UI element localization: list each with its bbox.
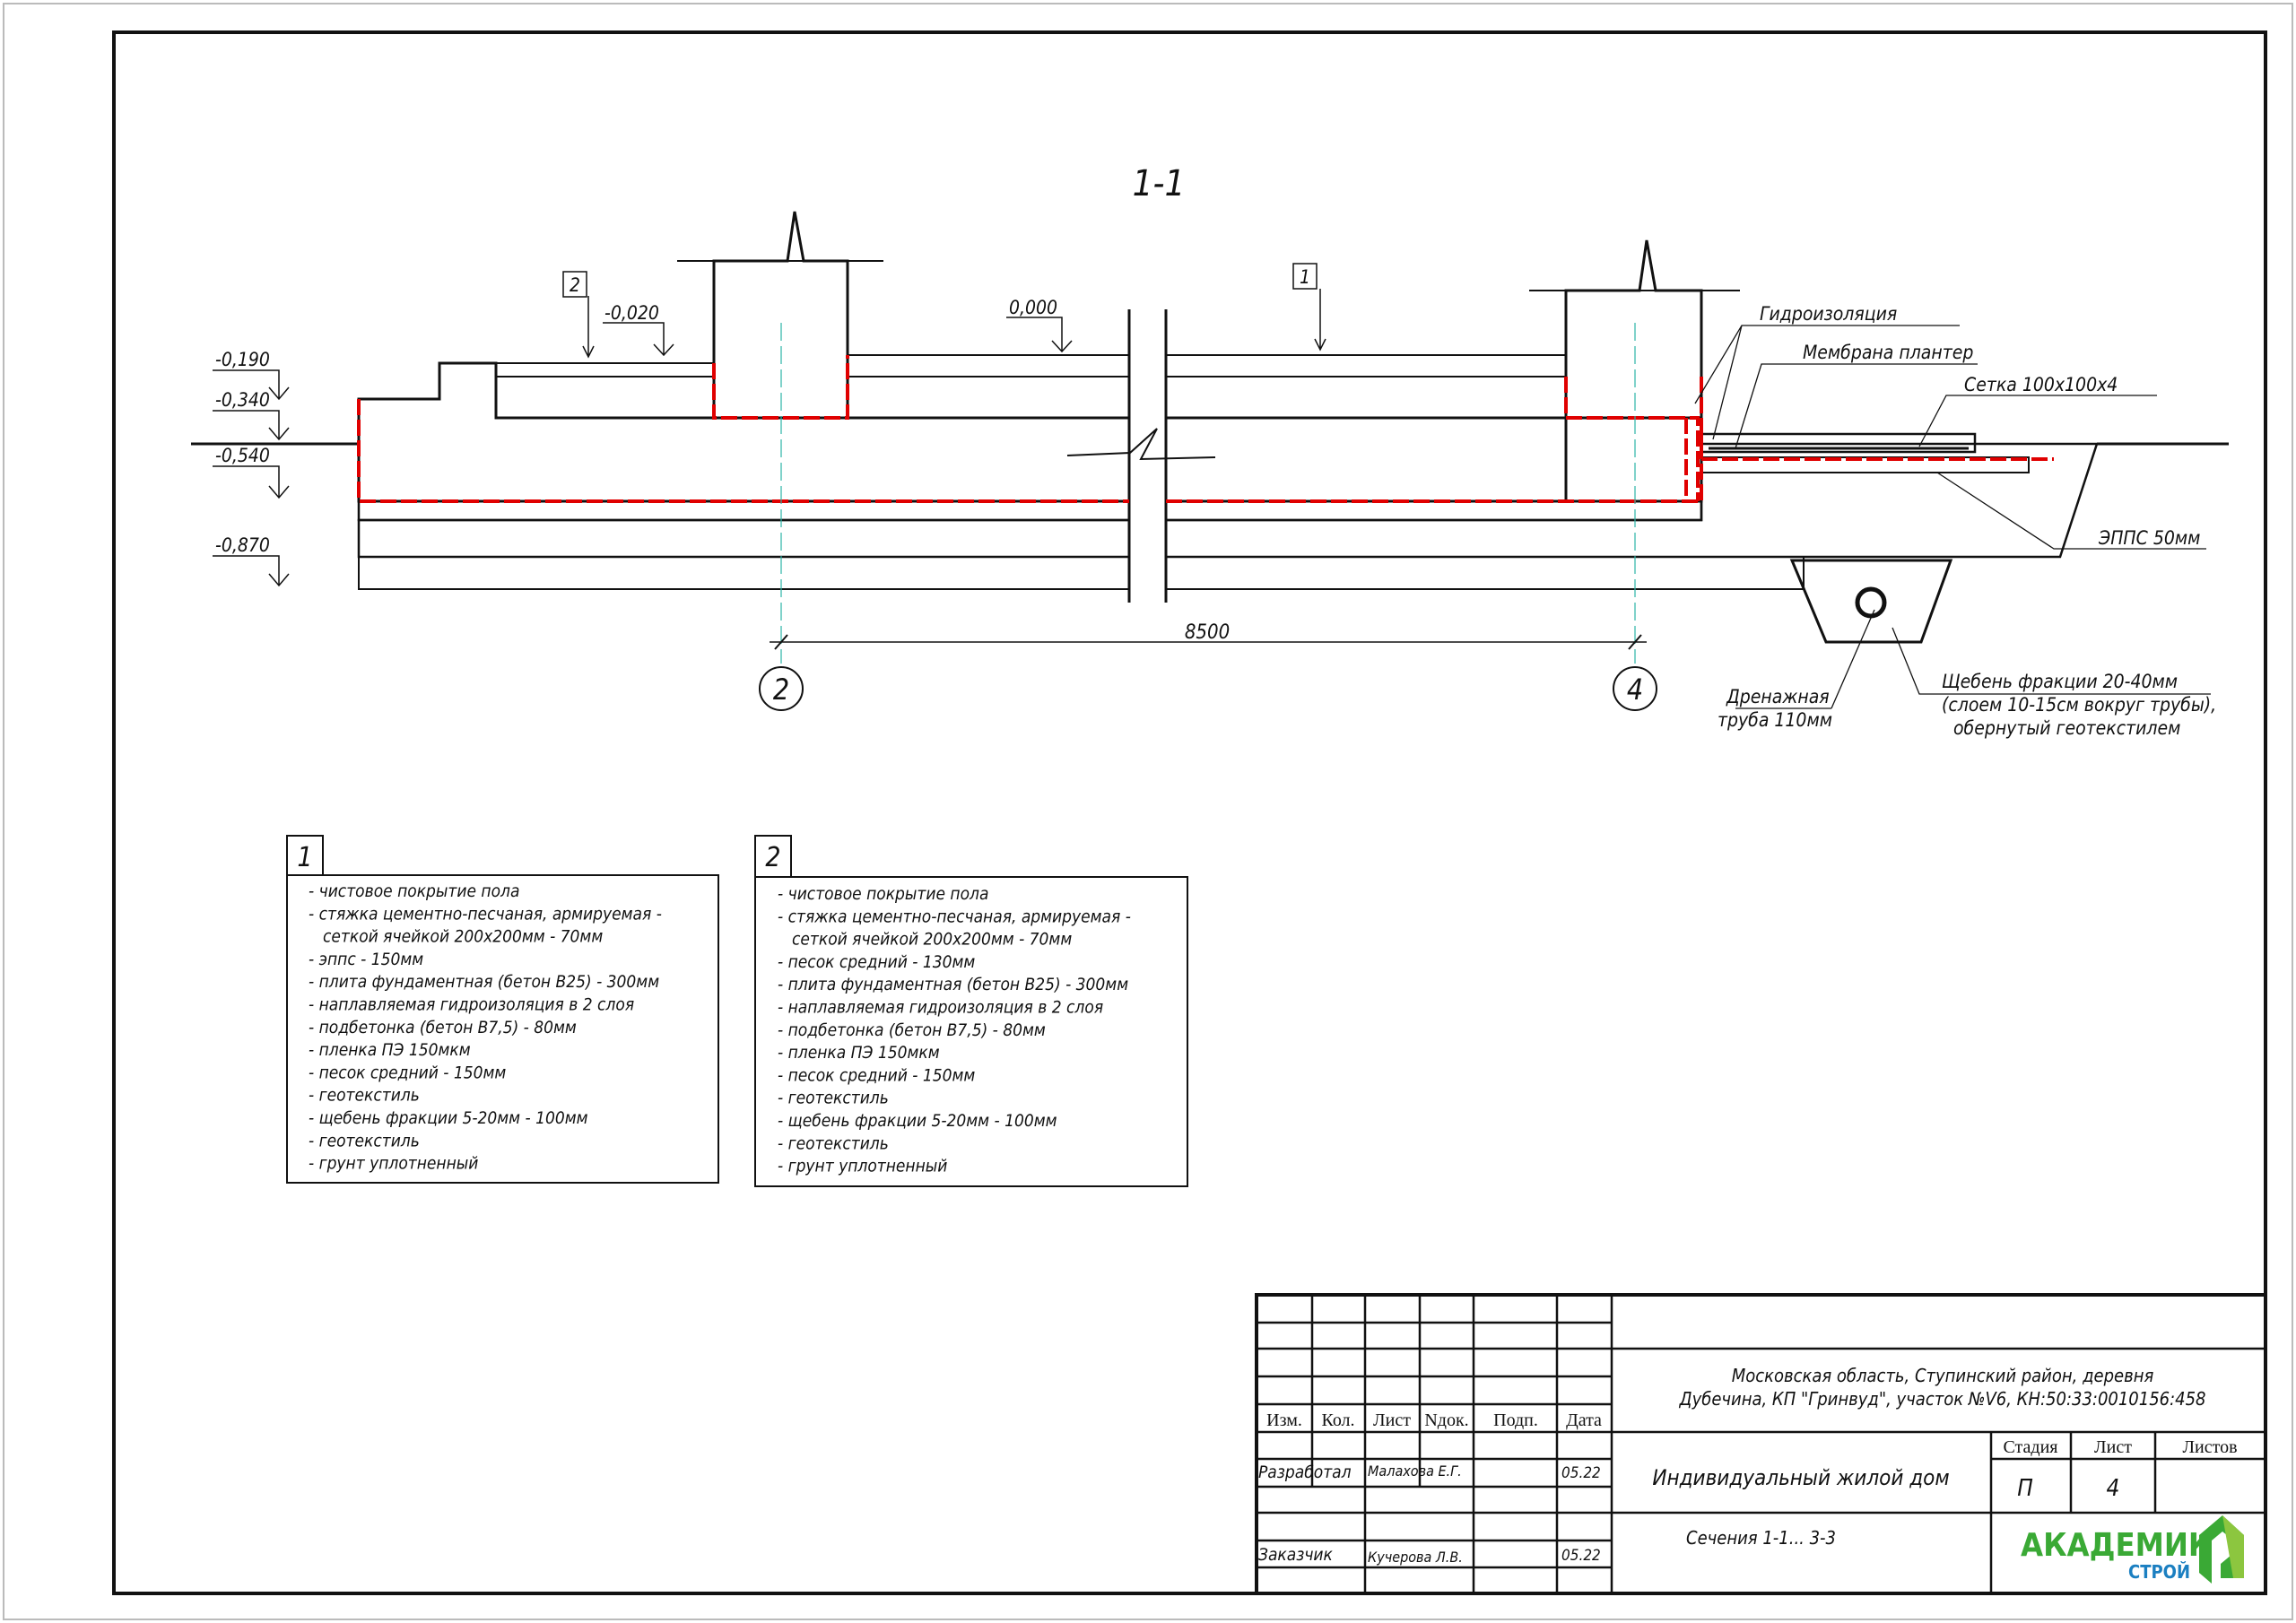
floor2-sand [495, 376, 715, 419]
svg-text:СТРОЙ: СТРОЙ [2128, 1561, 2190, 1583]
callout-gravel-2: (слоем 10-15см вокруг трубы), [1942, 694, 2216, 716]
sheet-value: 4 [2107, 1475, 2120, 1502]
axis-bubble-4 [1613, 666, 1657, 711]
callout-gravel-3: обернутый геотекстилем [1953, 717, 2180, 739]
legend-line: - стяжка цементно-песчаная, армируемая - [778, 907, 1131, 926]
floor-tag-1: 1 [1300, 266, 1310, 288]
floor-tag-2-box [562, 271, 587, 298]
legend-line: - геотекстиль [778, 1089, 889, 1108]
svg-text:АКАДЕМИК: АКАДЕМИК [2021, 1527, 2213, 1564]
legend-line: - наплавляемая гидроизоляция в 2 слоя [778, 998, 1103, 1018]
gravel-layer [358, 556, 1805, 590]
callout-waterproofing: Гидроизоляция [1760, 303, 1897, 325]
customer-name: Кучерова Л.В. [1368, 1549, 1463, 1566]
floor-tag-2: 2 [570, 274, 580, 296]
legend-line: - подбетонка (бетон В7,5) - 80мм [778, 1020, 1046, 1040]
callout-epps: ЭППС 50мм [2098, 527, 2200, 549]
level-0000: 0,000 [1009, 297, 1057, 318]
legend-line: - геотекстиль [778, 1133, 889, 1153]
foundation-slab [357, 361, 1703, 503]
legend-line: - плита фундаментная (бетон В25) - 300мм [309, 972, 659, 992]
sheets-label: Листов [2182, 1437, 2237, 1457]
legend-line: - плита фундаментная (бетон В25) - 300мм [778, 975, 1128, 994]
stage-label: Стадия [2003, 1437, 2057, 1457]
sheet-label: Лист [2094, 1437, 2132, 1457]
legend-line: - чистовое покрытие пола [778, 884, 988, 904]
developed-name: Малахова Е.Г. [1368, 1462, 1462, 1480]
callout-drain-1: Дренажная [1726, 686, 1830, 707]
legend-line: - геотекстиль [309, 1131, 420, 1150]
legend-2-tag: 2 [765, 842, 780, 873]
title-block-header: Nдок. [1424, 1410, 1468, 1430]
legend-floor-2: 2 - чистовое покрытие пола - стяжка цемен… [754, 835, 1188, 1187]
legend-line: - чистовое покрытие пола [309, 881, 519, 901]
section-1-1: 8500 2 4 -0,190 -0,340 -0,540 -0,870 -0,… [191, 211, 2229, 739]
company-logo: АКАДЕМИК СТРОЙ [2021, 1515, 2244, 1584]
callout-gravel-1: Щебень фракции 20-40мм [1942, 671, 2178, 692]
drawing-frame [112, 30, 2267, 1595]
level-minus-0020: -0,020 [604, 302, 659, 324]
stage-value: П [2017, 1475, 2033, 1502]
customer-date: 05.22 [1561, 1547, 1601, 1565]
legend-line: - эппс - 150мм [309, 950, 423, 969]
legend-1-tag: 1 [297, 842, 312, 873]
section-title: 1-1 [1133, 163, 1186, 204]
drain-pipe [1855, 586, 1887, 619]
legend-line: - геотекстиль [309, 1086, 420, 1106]
title-block-header: Дата [1566, 1410, 1602, 1430]
sheet-title: Сечения 1-1... 3-3 [1686, 1527, 1836, 1549]
legend-line: - грунт уплотненный [778, 1157, 947, 1176]
floor1-screed [847, 354, 1567, 378]
legend-line: сеткой ячейкой 200х200мм - 70мм [323, 927, 603, 947]
legend-line: сеткой ячейкой 200х200мм - 70мм [792, 930, 1072, 950]
legend-line: - щебень фракции 5-20мм - 100мм [309, 1108, 588, 1128]
developed-date: 05.22 [1561, 1464, 1601, 1482]
title-block [1255, 1293, 2267, 1595]
callout-leaders [1694, 325, 2211, 709]
address-line-2: Дубечина, КП "Гринвуд", участок №V6, КН:… [1679, 1388, 2206, 1410]
floor-tag-1-box [1292, 263, 1318, 290]
legend-line: - песок средний - 150мм [309, 1063, 506, 1082]
legend-line: - грунт уплотненный [309, 1154, 478, 1174]
title-block-header: Лист [1373, 1410, 1411, 1430]
drain-gravel [1789, 559, 1953, 644]
waterproofing-lines [357, 355, 2054, 503]
level-minus-0340: -0,340 [215, 389, 270, 411]
axis-bubble-2 [759, 666, 804, 711]
legend-line: - песок средний - 150мм [778, 1065, 975, 1085]
axis-label-4: 4 [1627, 673, 1643, 707]
concrete-preparation [357, 499, 1703, 522]
axis-label-2: 2 [773, 673, 789, 707]
level-minus-0540: -0,540 [215, 445, 270, 466]
developed-label: Разработал [1258, 1462, 1352, 1482]
legend-line: - пленка ПЭ 150мкм [778, 1043, 940, 1063]
level-minus-0190: -0,190 [215, 349, 270, 370]
callout-drain-2: труба 110мм [1718, 709, 1832, 731]
object-name: Индивидуальный жилой дом [1652, 1465, 1949, 1490]
callout-mesh: Сетка 100х100х4 [1964, 374, 2118, 395]
floor1-epps [847, 376, 1567, 419]
legend-line: - наплавляемая гидроизоляция в 2 слоя [309, 995, 634, 1015]
legend-line: - щебень фракции 5-20мм - 100мм [778, 1111, 1057, 1131]
title-block-header: Изм. [1266, 1410, 1302, 1430]
sheet-border [3, 3, 2293, 1620]
customer-label: Заказчик [1258, 1545, 1334, 1565]
title-block-header: Кол. [1321, 1410, 1354, 1430]
legend-floor-1: 1 - чистовое покрытие пола - стяжка цемен… [286, 835, 719, 1184]
title-block-header: Подп. [1493, 1410, 1538, 1430]
legend-line: - пленка ПЭ 150мкм [309, 1040, 471, 1060]
callout-membrane: Мембрана плантер [1803, 342, 1973, 363]
level-marks [213, 289, 1326, 587]
legend-line: - подбетонка (бетон В7,5) - 80мм [309, 1018, 577, 1037]
floor2-screed [495, 362, 715, 378]
wall-axis-4 [1564, 239, 1703, 503]
section-break [1129, 305, 1166, 610]
dimension-value: 8500 [1185, 621, 1230, 644]
legend-line: - стяжка цементно-песчаная, армируемая - [309, 904, 662, 924]
level-minus-0870: -0,870 [215, 534, 270, 556]
address-line-1: Московская область, Ступинский район, де… [1732, 1365, 2154, 1386]
legend-line: - песок средний - 130мм [778, 952, 975, 972]
